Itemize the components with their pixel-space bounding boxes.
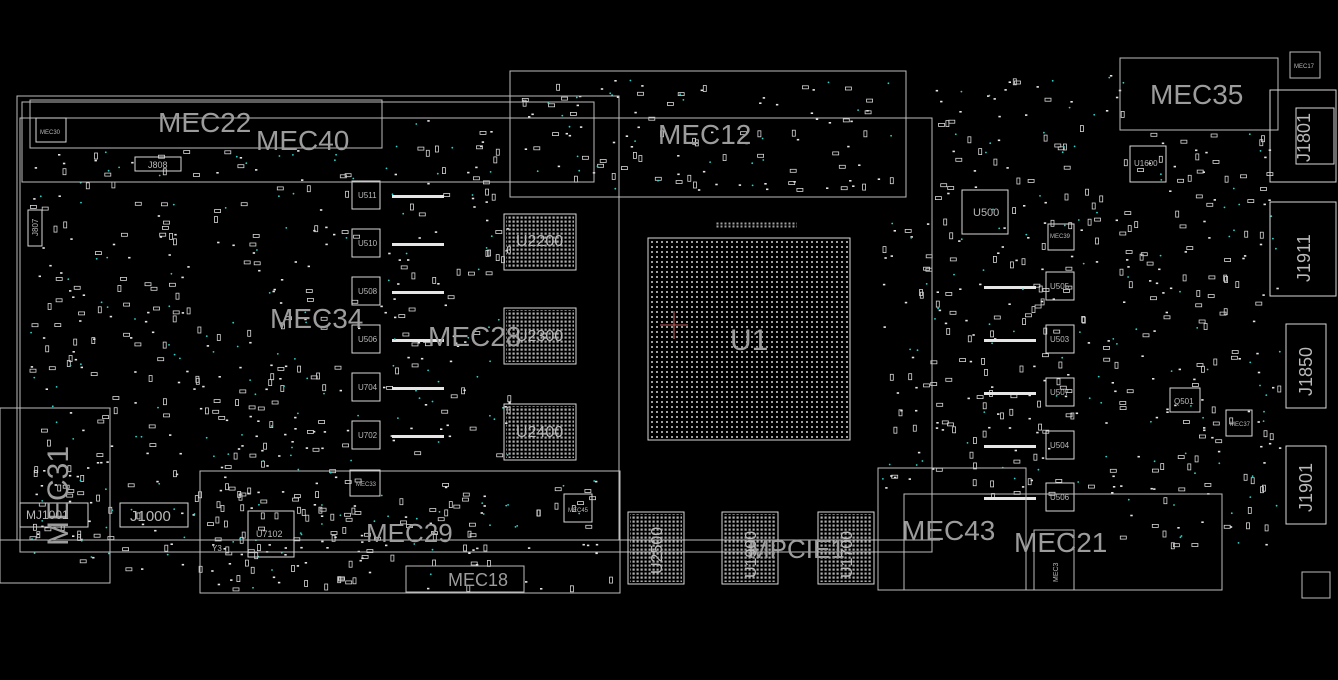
label-mec34: MEC34 bbox=[270, 303, 363, 334]
label-mpcie1: MPCIE1 bbox=[748, 534, 845, 564]
component-pads bbox=[29, 75, 1282, 593]
label-mec45: MEC45 bbox=[568, 508, 589, 514]
label-u2400: U2400 bbox=[516, 424, 563, 441]
right-connectors[interactable] bbox=[1269, 89, 1337, 525]
mec12-outline bbox=[509, 70, 907, 198]
label-u505: U505 bbox=[1050, 282, 1070, 291]
label-j1911: J1911 bbox=[1294, 234, 1314, 282]
label-u1700: U1700 bbox=[839, 531, 856, 578]
mec3-outline bbox=[1033, 529, 1075, 591]
mec29-outline bbox=[199, 470, 621, 594]
label-mec39: MEC39 bbox=[1050, 234, 1071, 240]
mec35-outline bbox=[1119, 57, 1279, 131]
mec22-inner-outline bbox=[21, 101, 595, 183]
label-u2300: U2300 bbox=[516, 328, 563, 345]
memory-chips[interactable] bbox=[503, 213, 875, 585]
label-mec21: MEC21 bbox=[1014, 527, 1107, 558]
label-u704: U704 bbox=[358, 383, 378, 392]
label-mec37: MEC37 bbox=[1230, 422, 1251, 428]
label-mec22: MEC22 bbox=[158, 107, 251, 138]
label-j1901: J1901 bbox=[1296, 463, 1316, 512]
corner-outline bbox=[1301, 571, 1331, 599]
label-mec30: MEC30 bbox=[40, 130, 61, 136]
label-u507: U507 bbox=[1050, 388, 1070, 397]
label-u506b: U506 bbox=[1050, 493, 1070, 502]
label-u508: U508 bbox=[358, 287, 378, 296]
mec34-outline bbox=[19, 117, 933, 553]
chip-labels: U2200 U2300 U2400 U2500 U1900 U1700 U500… bbox=[256, 159, 1158, 578]
label-j808: J808 bbox=[148, 160, 168, 170]
label-u1: U1 bbox=[730, 324, 768, 357]
label-mec31: MEC31 bbox=[42, 446, 75, 546]
packages[interactable] bbox=[19, 117, 1253, 558]
region-outlines bbox=[0, 51, 1331, 599]
label-u1600: U1600 bbox=[1134, 159, 1158, 168]
label-u7102: U7102 bbox=[256, 529, 283, 539]
mec40-outline bbox=[29, 99, 383, 149]
label-u504: U504 bbox=[1050, 441, 1070, 450]
label-u2500: U2500 bbox=[649, 527, 666, 574]
label-j1001: MJ1001 bbox=[26, 508, 69, 522]
label-y3: Y3 bbox=[212, 544, 222, 553]
label-mec12: MEC12 bbox=[658, 119, 751, 150]
label-mec40: MEC40 bbox=[256, 125, 349, 156]
label-mec28: MEC28 bbox=[428, 321, 521, 352]
label-j1000: J1000 bbox=[130, 508, 171, 525]
label-mec18: MEC18 bbox=[448, 570, 508, 590]
label-j1850: J1850 bbox=[1296, 347, 1316, 396]
mec17-outline bbox=[1289, 51, 1321, 79]
region-labels: MEC22 MEC40 MEC12 MEC35 MEC34 MEC28 MEC2… bbox=[42, 79, 1243, 590]
mec31-outline bbox=[0, 407, 111, 584]
label-u1900: U1900 bbox=[743, 531, 760, 578]
label-mec33: MEC33 bbox=[356, 482, 377, 488]
label-mec29: MEC29 bbox=[366, 518, 453, 548]
label-u510: U510 bbox=[358, 239, 378, 248]
label-mec43: MEC43 bbox=[902, 515, 995, 546]
mec18-outline bbox=[405, 565, 525, 593]
label-u702: U702 bbox=[358, 431, 378, 440]
label-u2200: U2200 bbox=[516, 233, 563, 250]
label-mec3: MEC3 bbox=[1053, 562, 1060, 582]
label-u511: U511 bbox=[358, 191, 377, 200]
label-u506: U506 bbox=[358, 335, 378, 344]
label-u500: U500 bbox=[973, 207, 999, 219]
small-ref-labels: U511 U510 U508 U506 U704 U702 U505 U503 … bbox=[40, 64, 1315, 582]
u1-bga[interactable] bbox=[647, 222, 851, 441]
label-j1801: J1801 bbox=[1294, 113, 1314, 162]
label-mec35: MEC35 bbox=[1150, 79, 1243, 110]
connector-labels: J1801 J1911 J1850 J1901 J1000 MJ1001 J80… bbox=[26, 113, 1316, 525]
via-dots bbox=[30, 76, 1281, 589]
label-j807: J807 bbox=[31, 218, 40, 236]
label-q501: Q501 bbox=[1174, 397, 1194, 406]
label-u503: U503 bbox=[1050, 335, 1070, 344]
label-mec17: MEC17 bbox=[1294, 64, 1315, 70]
